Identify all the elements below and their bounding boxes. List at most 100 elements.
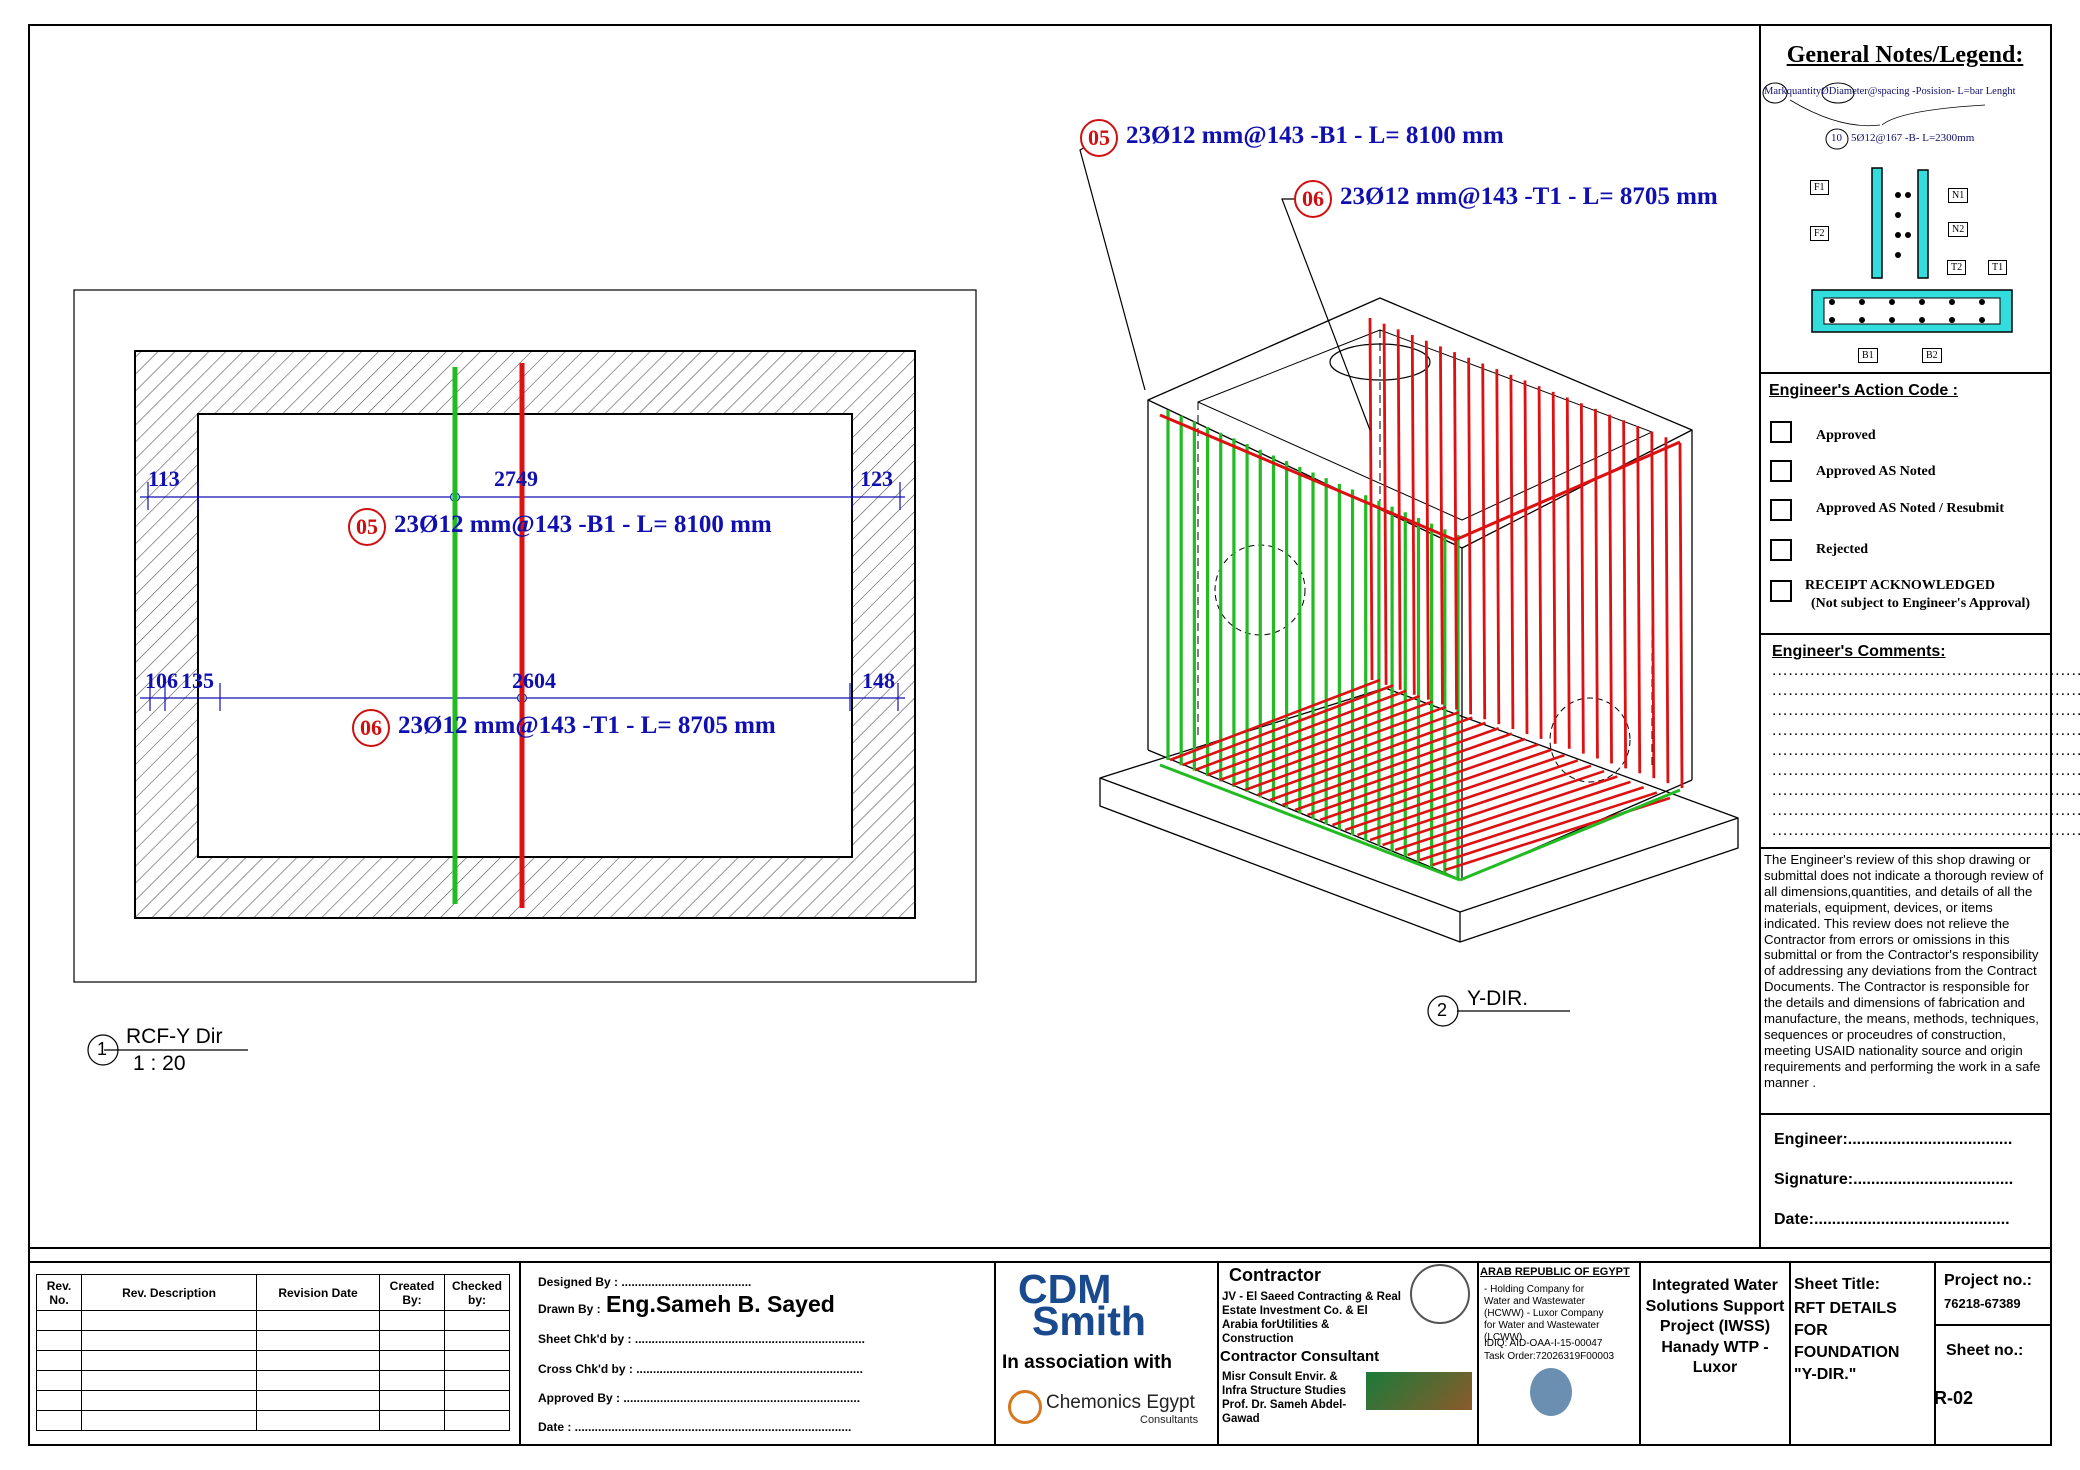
revision-cell[interactable]	[444, 1410, 510, 1431]
revision-row	[36, 1370, 510, 1391]
revision-cell[interactable]	[81, 1370, 257, 1391]
rebar-line	[1282, 727, 1500, 807]
revision-cell[interactable]	[36, 1350, 82, 1371]
approved-by: Approved By : ..........................…	[538, 1391, 861, 1405]
sheet-title: RFT DETAILS FOR FOUNDATION "Y-DIR."	[1794, 1300, 1900, 1383]
drawing-frame	[28, 24, 2052, 1446]
chemonics-logo-icon	[1008, 1390, 1042, 1424]
sheet-title-label: Sheet Title:	[1794, 1276, 1880, 1293]
revision-cell[interactable]	[379, 1370, 445, 1391]
comments-title: Engineer's Comments:	[1772, 643, 1946, 660]
resubmit-label: Approved AS Noted / Resubmit	[1816, 501, 2004, 516]
revision-cell[interactable]	[36, 1370, 82, 1391]
revision-cell[interactable]	[379, 1410, 445, 1431]
revision-cell[interactable]	[444, 1330, 510, 1351]
revision-cell[interactable]	[256, 1390, 380, 1411]
rebar-line	[1459, 788, 1681, 882]
revision-cell[interactable]	[256, 1350, 380, 1371]
revision-row	[36, 1390, 510, 1411]
cdm-logo-line1: CDM	[1018, 1266, 1112, 1312]
revision-cell[interactable]	[444, 1310, 510, 1331]
revision-cell[interactable]	[36, 1390, 82, 1411]
revision-cell[interactable]	[379, 1310, 445, 1331]
rebar-line	[1495, 369, 1501, 725]
tag-t1: T1	[1988, 260, 2008, 275]
comment-line: ........................................…	[1772, 722, 2080, 739]
republic-title: ARAB REPUBLIC OF EGYPT	[1480, 1266, 1630, 1278]
rebar-line	[1622, 420, 1628, 769]
rebar-line	[1579, 403, 1585, 754]
project-no: 76218-67389	[1944, 1296, 2021, 1311]
receipt-checkbox[interactable]	[1770, 580, 1792, 602]
revision-cell[interactable]	[444, 1370, 510, 1391]
revision-row	[36, 1410, 510, 1431]
view-2-marker	[1427, 995, 1459, 1027]
rebar-line	[1169, 678, 1381, 762]
revision-cell[interactable]	[36, 1410, 82, 1431]
bar-label-05: 23Ø12 mm@143 -B1 - L= 8100 mm	[394, 511, 772, 538]
revision-cell[interactable]	[36, 1330, 82, 1351]
partner-sub: Consultants	[1140, 1414, 1199, 1426]
project-name: Integrated Water Solutions Support Proje…	[1645, 1277, 1785, 1376]
revision-cell[interactable]	[379, 1330, 445, 1351]
revision-cell[interactable]	[379, 1390, 445, 1411]
iso-bar-mark-05: 05	[1080, 119, 1118, 157]
bar-mark-06: 06	[352, 709, 390, 747]
rebar-line	[1432, 791, 1658, 867]
rebar-line	[1453, 352, 1458, 710]
inner-slab	[197, 413, 853, 858]
legend-example-mark: 10	[1831, 132, 1842, 144]
revision-cell[interactable]	[81, 1330, 257, 1351]
revision-row	[36, 1350, 510, 1371]
view-1-title: RCF-Y Dir	[126, 1025, 223, 1048]
sheet-chkd-by: Sheet Chk'd by : .......................…	[538, 1332, 865, 1346]
revision-cell[interactable]	[379, 1350, 445, 1371]
revision-cell[interactable]	[256, 1370, 380, 1391]
drawn-by-name: Eng.Sameh B. Sayed	[606, 1291, 835, 1317]
iso-bar-label-06: 23Ø12 mm@143 -T1 - L= 8705 mm	[1340, 183, 1718, 210]
revision-cell[interactable]	[444, 1390, 510, 1411]
revision-cell[interactable]	[256, 1310, 380, 1331]
rejected-checkbox[interactable]	[1770, 539, 1792, 561]
revision-table: Rev. No. Rev. Description Revision Date …	[36, 1274, 510, 1431]
revision-cell[interactable]	[256, 1330, 380, 1351]
approved-checkbox[interactable]	[1770, 421, 1792, 443]
rebar-line	[1551, 391, 1557, 744]
revision-cell[interactable]	[256, 1410, 380, 1431]
hcww-logo-icon	[1530, 1368, 1572, 1416]
revision-cell[interactable]	[81, 1390, 257, 1411]
sheet-no-label: Sheet no.:	[1946, 1342, 2024, 1359]
revision-cell[interactable]	[81, 1410, 257, 1431]
dim-106: 106	[145, 668, 178, 693]
rebar-line	[1382, 769, 1605, 847]
cdm-logo-line2: Smith	[1032, 1298, 1146, 1344]
signature-field[interactable]: Signature:..............................…	[1774, 1171, 2014, 1188]
idiq-text: IDIQ: AID-OAA-I-15-00047	[1484, 1338, 1603, 1349]
project-no-label: Project no.:	[1944, 1272, 2033, 1289]
rebar-line	[1332, 748, 1552, 827]
rebar-line	[1565, 397, 1571, 749]
revision-cell[interactable]	[444, 1350, 510, 1371]
association-text: In association with	[1002, 1352, 1172, 1373]
engineer-field[interactable]: Engineer:...............................…	[1774, 1131, 2013, 1148]
rebar-line	[1664, 437, 1670, 784]
revision-cell[interactable]	[36, 1310, 82, 1331]
revision-cell[interactable]	[81, 1310, 257, 1331]
misr-consult-logo	[1366, 1372, 1472, 1410]
republic-text: - Holding Company for Water and Wastewat…	[1484, 1284, 1604, 1343]
revision-cell[interactable]	[81, 1350, 257, 1371]
contractor-title: Contractor	[1229, 1265, 1322, 1285]
rev-date-header: Revision Date	[256, 1274, 380, 1311]
rebar-line	[1439, 346, 1444, 705]
comment-line: ........................................…	[1772, 822, 2080, 839]
comment-line: ........................................…	[1772, 762, 2080, 779]
partner-name: Chemonics Egypt	[1046, 1392, 1195, 1413]
receipt-note: (Not subject to Engineer's Approval)	[1811, 596, 2031, 611]
rebar-line	[1357, 759, 1579, 837]
approved-as-noted-checkbox[interactable]	[1770, 460, 1792, 482]
resubmit-checkbox[interactable]	[1770, 499, 1792, 521]
rebar-line	[1344, 753, 1565, 832]
date-line: Date : .................................…	[538, 1420, 852, 1434]
date-field[interactable]: Date:...................................…	[1774, 1211, 2010, 1228]
